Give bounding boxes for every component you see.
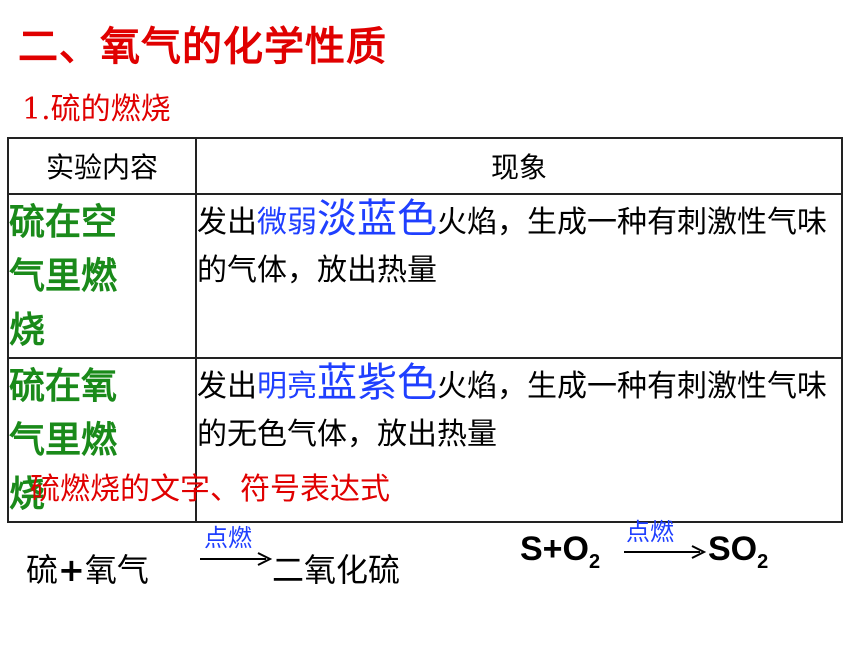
- reactant-oxygen: 氧气: [84, 551, 149, 589]
- expression-heading: 硫燃烧的文字、符号表达式: [30, 472, 390, 507]
- page-title: 二、氧气的化学性质: [18, 24, 387, 70]
- reaction-arrow-icon: [200, 552, 273, 566]
- condition-line: 烧: [9, 473, 46, 515]
- reactant-formula: S+O: [520, 530, 589, 568]
- obs-highlight-small: 明亮: [257, 369, 317, 404]
- reaction-condition-label: 点燃: [204, 524, 252, 552]
- obs-text: 发出: [197, 369, 257, 404]
- product-formula: SO: [708, 530, 758, 568]
- experiment-table: 实验内容 现象 硫在空 气里燃 烧 发出微弱淡蓝色火焰，生成一种有刺激性气味的气…: [7, 137, 843, 523]
- obs-highlight-color: 蓝紫色: [317, 360, 437, 406]
- condition-cell-oxygen: 硫在氧 气里燃 烧: [7, 357, 197, 523]
- obs-highlight-small: 微弱: [257, 205, 317, 240]
- plus-sign: +: [58, 551, 85, 589]
- obs-text: 火焰，生成一种有刺激性气味的无色气体，放出热量: [197, 369, 827, 452]
- condition-line: 硫在空: [9, 201, 118, 243]
- product-sulfur-dioxide: 二氧化硫: [272, 551, 401, 589]
- obs-text: 发出: [197, 205, 257, 240]
- condition-cell-air: 硫在空 气里燃 烧: [7, 193, 197, 359]
- word-equation: 硫+氧气: [26, 545, 149, 591]
- table-row: 硫在氧 气里燃 烧 发出明亮蓝紫色火焰，生成一种有刺激性气味的无色气体，放出热量: [7, 357, 843, 523]
- observation-cell-air: 发出微弱淡蓝色火焰，生成一种有刺激性气味的气体，放出热量: [195, 193, 843, 359]
- table-header-row: 实验内容 现象: [7, 137, 843, 195]
- symbol-product: SO2: [708, 530, 768, 574]
- section-subtitle: 1.硫的燃烧: [22, 92, 171, 127]
- obs-highlight-color: 淡蓝色: [317, 196, 437, 242]
- subscript: 2: [588, 550, 601, 573]
- header-content: 实验内容: [7, 137, 197, 195]
- reaction-arrow-icon: [624, 545, 707, 559]
- header-phenomenon: 现象: [195, 137, 843, 195]
- reactant-sulfur: 硫: [26, 551, 59, 589]
- condition-line: 气里燃: [9, 255, 118, 297]
- obs-text: 火焰，生成一种有刺激性气味的气体，放出热量: [197, 205, 827, 288]
- condition-line: 硫在氧: [9, 365, 118, 407]
- observation-cell-oxygen: 发出明亮蓝紫色火焰，生成一种有刺激性气味的无色气体，放出热量: [195, 357, 843, 523]
- condition-line: 烧: [9, 309, 46, 351]
- symbol-reactants: S+O2: [520, 530, 600, 574]
- table-row: 硫在空 气里燃 烧 发出微弱淡蓝色火焰，生成一种有刺激性气味的气体，放出热量: [7, 193, 843, 359]
- condition-line: 气里燃: [9, 419, 118, 461]
- reaction-condition-label: 点燃: [626, 518, 674, 546]
- subscript: 2: [757, 550, 769, 573]
